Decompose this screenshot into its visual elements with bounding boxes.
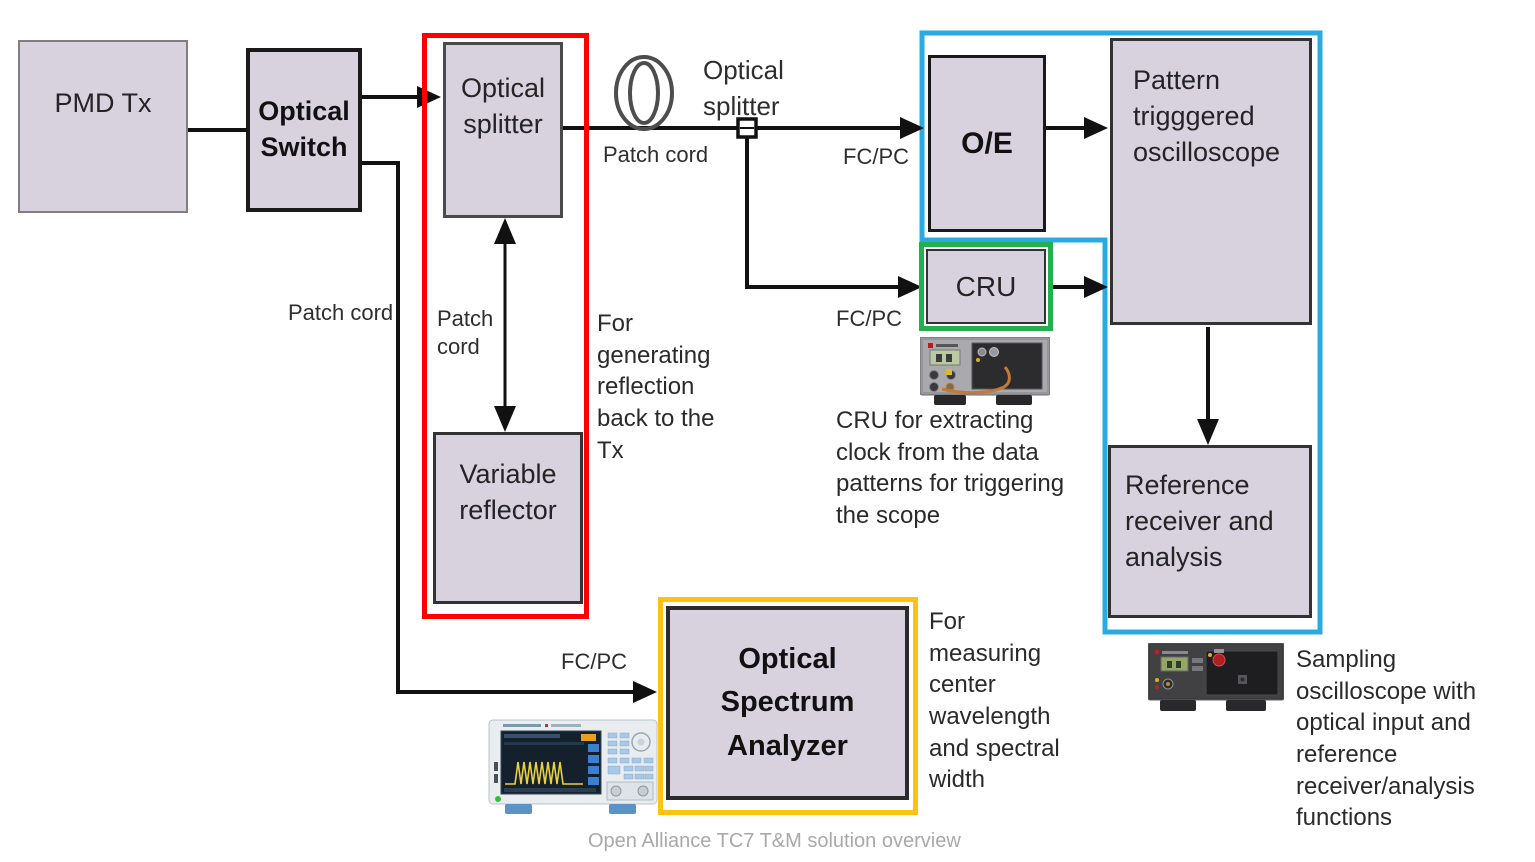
fcpc-label-oe: FC/PC — [843, 144, 909, 169]
patch-cord-label-reflector: Patch cord — [437, 306, 494, 359]
reflection-annotation: For generating reflection back to the Tx — [597, 310, 715, 464]
diagram-caption: Open Alliance TC7 T&M solution overview — [588, 830, 961, 852]
osa-group-outline — [658, 597, 918, 815]
patch-cord-label-switch: Patch cord — [288, 300, 394, 325]
optical-splitter-node-label: Optical splitter — [703, 55, 784, 121]
block-cru: CRU — [926, 249, 1046, 324]
fcpc-label-osa: FC/PC — [561, 649, 627, 674]
block-variable-reflector: Variable reflector — [433, 432, 583, 604]
osa-photo — [488, 719, 658, 814]
cru-photo — [920, 337, 1050, 405]
block-optical-spectrum-analyzer: Optical Spectrum Analyzer — [666, 606, 909, 800]
block-pmd-tx: PMD Tx — [18, 40, 188, 213]
fiber-coil-icon — [614, 55, 674, 131]
osa-annotation: For measuring center wavelength and spec… — [929, 608, 1060, 794]
block-pattern-triggered-oscilloscope: Pattern trigggered oscilloscope — [1110, 38, 1312, 325]
sampling-scope-photo — [1148, 643, 1284, 711]
block-reference-receiver: Reference receiver and analysis — [1108, 445, 1312, 618]
fcpc-label-cru: FC/PC — [836, 306, 902, 331]
patch-cord-label-fiber: Patch cord — [603, 142, 709, 167]
block-optical-splitter: Optical splitter — [443, 42, 563, 218]
sampling-scope-annotation: Sampling oscilloscope with optical input… — [1296, 646, 1477, 832]
cru-annotation: CRU for extracting clock from the data p… — [836, 407, 1065, 530]
block-optical-switch: Optical Switch — [246, 48, 362, 212]
block-oe-converter: O/E — [928, 55, 1046, 232]
